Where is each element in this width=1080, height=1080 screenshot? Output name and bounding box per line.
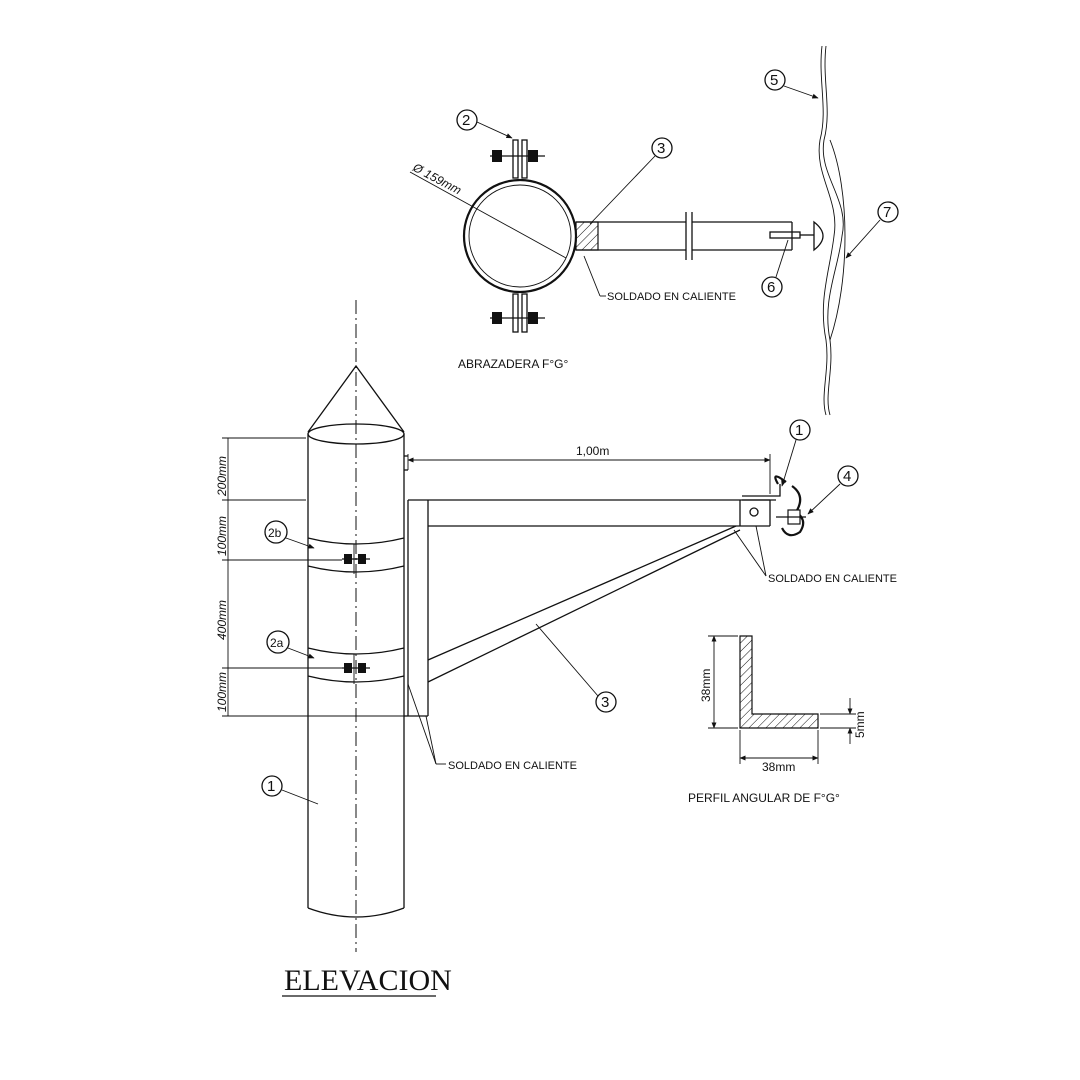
band-2b xyxy=(307,537,405,574)
profile-width-label: 38mm xyxy=(762,760,795,774)
callout-7: 7 xyxy=(845,201,899,259)
svg-text:3: 3 xyxy=(657,140,665,157)
svg-text:1: 1 xyxy=(267,778,275,795)
angle-profile-detail: 38mm 38mm 5mm PERFIL ANGULAR DE F°G° xyxy=(688,635,867,805)
callout-2a: 2a xyxy=(266,630,315,659)
callout-1-arm: 1 xyxy=(781,419,811,487)
callout-5: 5 xyxy=(764,69,819,99)
profile-height-label: 38mm xyxy=(699,669,713,702)
hook-pin xyxy=(769,220,824,252)
pole-top-cone xyxy=(307,364,405,433)
svg-text:5: 5 xyxy=(770,72,778,89)
svg-text:2b: 2b xyxy=(268,526,282,540)
weld-note-arm: SOLDADO EN CALIENTE xyxy=(733,525,897,585)
svg-text:4: 4 xyxy=(843,468,851,485)
vertical-dimensions: 200mm 100mm 400mm 100mm xyxy=(215,437,406,717)
dim-100-bottom: 100mm xyxy=(215,672,229,712)
clamp-bolt-top xyxy=(490,139,545,179)
svg-text:SOLDADO EN CALIENTE: SOLDADO EN CALIENTE xyxy=(768,573,897,585)
diameter-label: Ø 159mm xyxy=(410,160,464,198)
diagonal-brace xyxy=(427,525,741,683)
svg-text:2: 2 xyxy=(462,112,470,129)
elevation-title: ELEVACION xyxy=(284,964,452,997)
vertical-plate xyxy=(404,500,429,717)
band-2a xyxy=(307,647,405,684)
svg-text:3: 3 xyxy=(601,694,609,711)
dim-arm-length-text: 1,00m xyxy=(576,444,609,458)
dim-200: 200mm xyxy=(215,456,229,497)
svg-text:6: 6 xyxy=(767,279,775,296)
diameter-line xyxy=(409,171,567,259)
clamp-bolt-bottom xyxy=(490,293,545,333)
dim-400: 400mm xyxy=(215,600,229,640)
profile-title: PERFIL ANGULAR DE F°G° xyxy=(688,791,840,805)
horizontal-arm xyxy=(408,499,771,527)
clamp-ring-inner xyxy=(468,184,572,288)
weld-note-pole: SOLDADO EN CALIENTE xyxy=(407,683,577,772)
pole-bottom-edge xyxy=(307,907,405,918)
callout-3-brace: 3 xyxy=(535,623,617,713)
clamp-detail: Ø 159mm SOLDADO EN CALIENTE ABRAZA xyxy=(409,45,899,416)
svg-text:SOLDADO EN CALIENTE: SOLDADO EN CALIENTE xyxy=(448,760,577,772)
dim-100-top: 100mm xyxy=(215,516,229,556)
angle-section xyxy=(739,635,819,729)
clamp-arm xyxy=(575,212,793,260)
elevation-view: 1,00m 200mm 100mm 400mm 100mm SOLDADO EN… xyxy=(215,300,897,997)
svg-text:7: 7 xyxy=(883,204,891,221)
callout-3-top: 3 xyxy=(589,137,673,225)
callout-4: 4 xyxy=(807,465,859,515)
cable xyxy=(818,45,846,416)
callout-1-pole: 1 xyxy=(261,775,319,805)
clamp-weld-label: SOLDADO EN CALIENTE xyxy=(607,291,736,303)
svg-text:2a: 2a xyxy=(270,636,284,650)
profile-thickness-label: 5mm xyxy=(853,711,867,738)
callout-2b: 2b xyxy=(264,520,315,549)
callout-6: 6 xyxy=(761,239,789,298)
clamp-title: ABRAZADERA F°G° xyxy=(458,357,568,371)
clamp-ring-outer xyxy=(462,178,578,294)
callout-2: 2 xyxy=(456,109,513,139)
dim-arm-length: 1,00m xyxy=(407,444,771,494)
svg-text:1: 1 xyxy=(795,422,803,439)
